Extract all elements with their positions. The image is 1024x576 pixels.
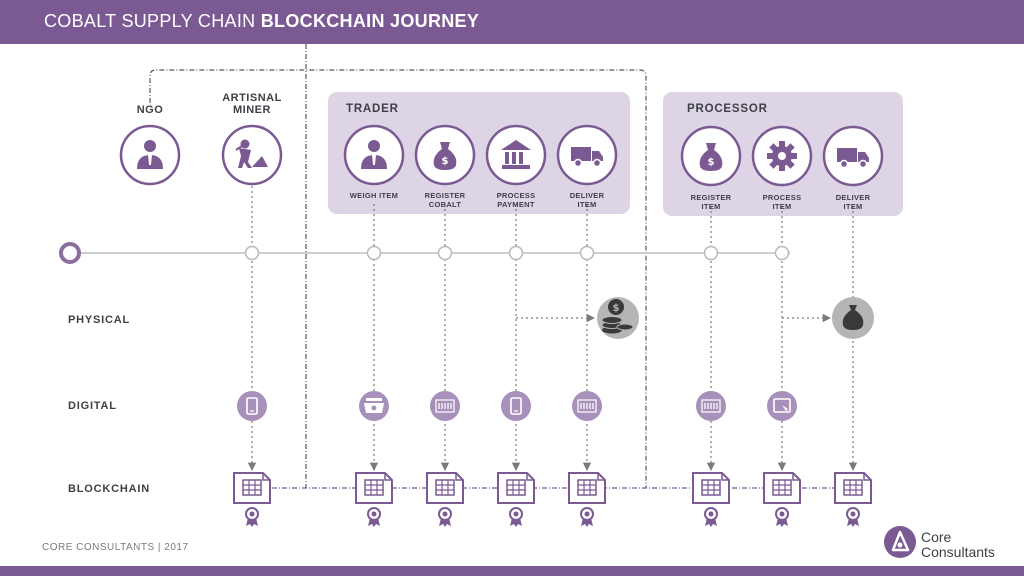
- footer-bar: [0, 566, 1024, 576]
- coins-icon: $: [597, 297, 639, 339]
- title-bold: BLOCKCHAIN JOURNEY: [260, 11, 480, 31]
- ngo-person-icon: [119, 124, 181, 186]
- ribbon-icon: [775, 507, 789, 528]
- actor-ngo-label: NGO: [136, 104, 164, 116]
- register-cobalt-money-bag-icon: [414, 124, 476, 186]
- timeline-node: [774, 245, 790, 261]
- digital-barcode-icon: [572, 391, 602, 421]
- register-item-text: REGISTER ITEM: [690, 193, 732, 211]
- process-payment-text: PROCESS PAYMENT: [496, 191, 536, 209]
- ledger-icon: [233, 472, 271, 504]
- timeline-node: [437, 245, 453, 261]
- process-payment-bank-icon: [485, 124, 547, 186]
- timeline-node: [244, 245, 260, 261]
- ledger-icon: [834, 472, 872, 504]
- step-deliver-item-label: DELIVER ITEM: [552, 191, 622, 209]
- step-processor-deliver-label: DELIVER ITEM: [818, 193, 888, 211]
- svg-text:$: $: [613, 303, 620, 314]
- step-weigh-item-label: WEIGH ITEM: [349, 191, 399, 200]
- logo-line-1: Core: [921, 529, 952, 545]
- timeline-node: [703, 245, 719, 261]
- actor-trader-label: TRADER: [346, 103, 399, 115]
- deliver-item-text: DELIVER ITEM: [569, 191, 605, 209]
- ledger-icon: [355, 472, 393, 504]
- register-cobalt-text: REGISTER COBALT: [424, 191, 466, 209]
- ribbon-icon: [367, 507, 381, 528]
- digital-phone-icon: [501, 391, 531, 421]
- ribbon-icon: [509, 507, 523, 528]
- step-register-item-label: REGISTER ITEM: [676, 193, 746, 211]
- timeline-start: [59, 242, 81, 264]
- ledger-icon: [692, 472, 730, 504]
- trader-panel: [328, 92, 630, 214]
- ribbon-icon: [245, 507, 259, 528]
- ngo-oversight-path: [149, 69, 647, 488]
- processor-deliver-text: DELIVER ITEM: [835, 193, 871, 211]
- timeline-node: [508, 245, 524, 261]
- digital-tablet-icon: [767, 391, 797, 421]
- ribbon-icon: [438, 507, 452, 528]
- digital-barcode-icon: [696, 391, 726, 421]
- process-item-gear-icon: [751, 125, 813, 187]
- core-logo-icon: [884, 526, 916, 558]
- page-title: COBALT SUPPLY CHAIN BLOCKCHAIN JOURNEY: [44, 11, 479, 32]
- digital-scale-icon: [359, 391, 389, 421]
- row-digital-label: DIGITAL: [68, 400, 117, 412]
- actor-processor-label: PROCESSOR: [687, 103, 768, 115]
- digital-phone-icon: [237, 391, 267, 421]
- row-blockchain-label: BLOCKCHAIN: [68, 483, 150, 495]
- header-bar: COBALT SUPPLY CHAIN BLOCKCHAIN JOURNEY: [0, 0, 1024, 44]
- deliver-item-truck-icon: [556, 124, 618, 186]
- step-process-item-label: PROCESS ITEM: [747, 193, 817, 211]
- digital-barcode-icon: [430, 391, 460, 421]
- ledger-icon: [497, 472, 535, 504]
- ribbon-icon: [704, 507, 718, 528]
- title-regular: COBALT SUPPLY CHAIN: [44, 11, 261, 31]
- actor-miner-label: ARTISNAL MINER: [207, 92, 297, 116]
- ledger-icon: [568, 472, 606, 504]
- miner-label-text: ARTISNAL MINER: [222, 92, 282, 116]
- ribbon-icon: [580, 507, 594, 528]
- step-process-payment-label: PROCESS PAYMENT: [481, 191, 551, 209]
- money-bag-icon: [832, 297, 874, 339]
- weigh-item-person-icon: [343, 124, 405, 186]
- processor-deliver-truck-icon: [822, 125, 884, 187]
- process-item-text: PROCESS ITEM: [762, 193, 802, 211]
- logo-line-2: Consultants: [921, 544, 995, 560]
- timeline-node: [579, 245, 595, 261]
- step-register-cobalt-label: REGISTER COBALT: [410, 191, 480, 209]
- timeline-node: [366, 245, 382, 261]
- miner-icon: [221, 124, 283, 186]
- register-item-money-bag-icon: [680, 125, 742, 187]
- ribbon-icon: [846, 507, 860, 528]
- row-physical-label: PHYSICAL: [68, 314, 131, 326]
- ledger-icon: [426, 472, 464, 504]
- footer-credit: CORE CONSULTANTS | 2017: [42, 542, 189, 553]
- ledger-icon: [763, 472, 801, 504]
